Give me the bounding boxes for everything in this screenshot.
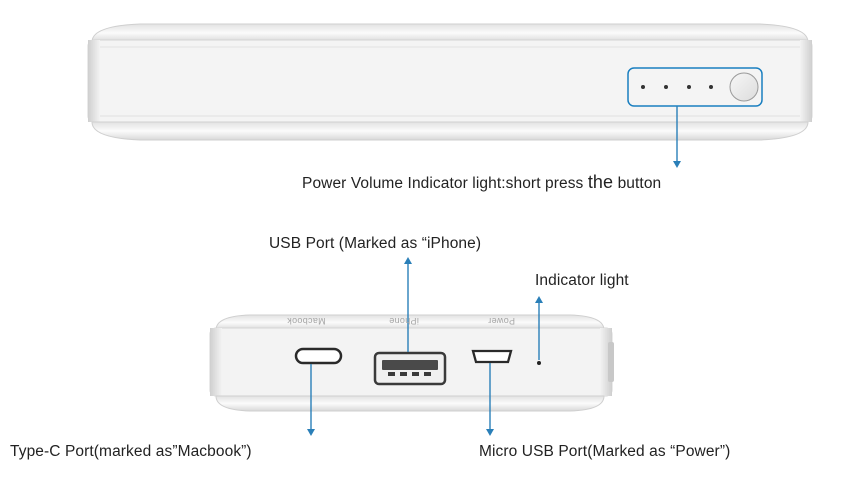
usb-port-arrow (404, 257, 412, 352)
indicator-callout-box (627, 67, 763, 107)
power-volume-prefix: Power Volume Indicator light:short press (302, 175, 588, 192)
power-button (729, 72, 759, 102)
indicator-dot-4 (709, 85, 713, 89)
indicator-dot-2 (664, 85, 668, 89)
indicator-light-arrow (535, 296, 543, 360)
engraving-macbook: Macbook (287, 316, 326, 326)
usb-port-label: USB Port (Marked as “iPhone) (269, 235, 482, 252)
indicator-light-label: Indicator light (535, 272, 629, 289)
usb-a-port (373, 351, 447, 386)
power-bank-side-view (87, 23, 813, 141)
engraving-power: Power (488, 316, 516, 326)
type-c-port (294, 347, 343, 365)
type-c-port-label: Type-C Port(marked as”Macbook”) (10, 443, 252, 460)
power-volume-the: the (587, 172, 614, 192)
indicator-dots (641, 85, 713, 89)
micro-usb-port (471, 349, 513, 364)
indicator-dot-1 (641, 85, 645, 89)
type-c-arrow (307, 364, 315, 436)
engraving-iphone: iPhone (389, 316, 419, 326)
micro-usb-port-label: Micro USB Port(Marked as “Power”) (479, 443, 731, 460)
power-volume-suffix: button (613, 175, 662, 192)
power-volume-label: Power Volume Indicator light:short press… (302, 172, 661, 193)
indicator-light (537, 361, 541, 365)
power-volume-arrow (673, 106, 681, 168)
micro-usb-arrow (486, 363, 494, 436)
indicator-dot-3 (687, 85, 691, 89)
